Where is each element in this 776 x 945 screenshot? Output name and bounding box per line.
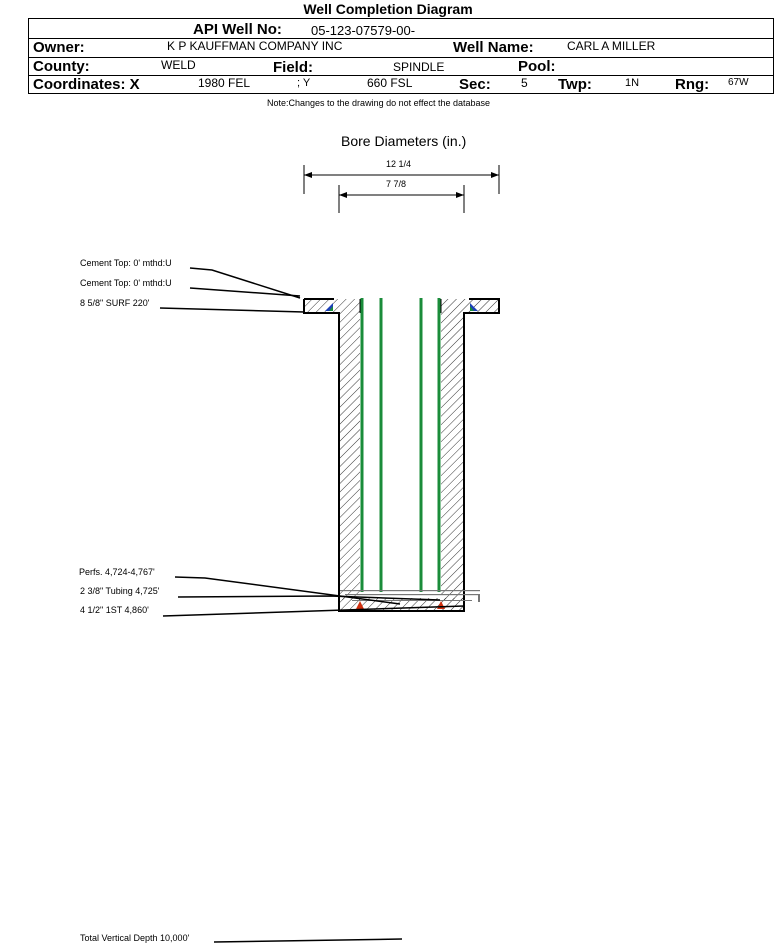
surface-casing-label: 8 5/8" SURF 220' xyxy=(80,298,150,308)
coordinates-y-label: ; Y xyxy=(297,77,311,89)
tubing-label: 2 3/8" Tubing 4,725' xyxy=(80,586,160,596)
coordinates-y-value: 660 FSL xyxy=(367,76,413,90)
county-label: County: xyxy=(33,58,90,75)
header-row-coordinates xyxy=(28,75,774,94)
pool-label: Pool: xyxy=(518,58,556,75)
bore-diameters-title: Bore Diameters (in.) xyxy=(341,133,467,149)
rng-value: 67W xyxy=(728,77,749,88)
twp-label: Twp: xyxy=(558,76,592,93)
sec-value: 5 xyxy=(521,76,528,90)
header-row-county xyxy=(28,57,774,76)
database-note: Note:Changes to the drawing do not effec… xyxy=(267,98,490,108)
cement-annulus xyxy=(304,299,499,610)
field-label: Field: xyxy=(273,59,313,76)
production-casing-label: 4 1/2" 1ST 4,860' xyxy=(80,605,149,615)
cement-marker-icon xyxy=(470,306,474,311)
bore-dimension-outer xyxy=(303,165,500,194)
bore-outer-label: 12 1/4 xyxy=(386,159,412,169)
perforations xyxy=(340,590,480,602)
cement-marker-icon xyxy=(329,306,333,311)
cement-top-label-1: Cement Top: 0' mthd:U xyxy=(80,258,172,268)
county-value: WELD xyxy=(161,58,196,72)
perfs-label: Perfs. 4,724-4,767' xyxy=(79,567,155,577)
owner-label: Owner: xyxy=(33,39,85,56)
api-value: 05-123-07579-00- xyxy=(311,23,416,38)
header-row-api xyxy=(28,18,774,39)
well-name-value: CARL A MILLER xyxy=(567,39,656,53)
total-depth-label: Total Vertical Depth 10,000' xyxy=(80,933,190,943)
well-name-label: Well Name: xyxy=(453,39,534,56)
coordinates-label: Coordinates: X xyxy=(33,76,140,93)
cement-top-label-2: Cement Top: 0' mthd:U xyxy=(80,278,172,288)
sec-label: Sec: xyxy=(459,76,491,93)
borehole-outline xyxy=(303,298,500,612)
cement-marker-icon xyxy=(356,601,364,609)
bore-dimension-inner xyxy=(338,185,465,213)
field-value: SPINDLE xyxy=(393,60,445,74)
api-label: API Well No: xyxy=(193,21,282,38)
leader-lines xyxy=(159,267,465,943)
bore-inner-label: 7 7/8 xyxy=(386,179,407,189)
twp-value: 1N xyxy=(625,77,640,89)
coordinates-x-value: 1980 FEL xyxy=(198,76,251,90)
rng-label: Rng: xyxy=(675,76,710,93)
diagram-title: Well Completion Diagram xyxy=(303,1,473,17)
owner-value: K P KAUFFMAN COMPANY INC xyxy=(167,39,343,53)
header-row-owner xyxy=(28,38,774,58)
